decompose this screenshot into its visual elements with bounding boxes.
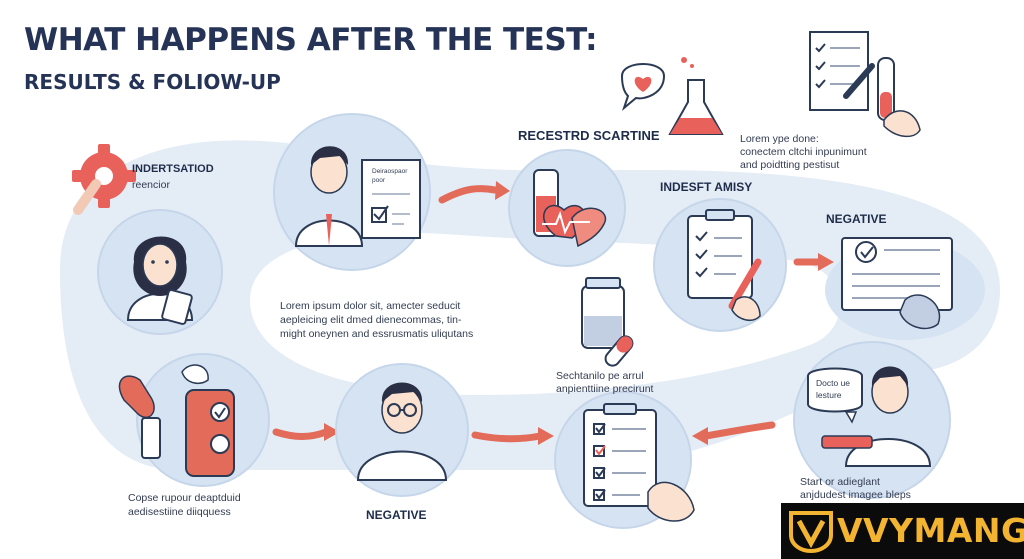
checklist-icon: [809, 31, 875, 111]
heart-monitor-icon: [533, 169, 607, 248]
flow-arrows: [272, 185, 824, 443]
clipboard-hand-icon: [583, 403, 695, 522]
speech-bubble-text-1: Docto ue: [816, 378, 851, 388]
top-right-text-line-3: and poidtting pestisut: [740, 159, 840, 171]
medicine-text-line-1: Sechtanilo pe arrul: [556, 370, 644, 382]
center-text-line-2: aepleicing elit dmed dienecommas, tin-: [280, 314, 462, 326]
speech-bubble-text-2: lesture: [816, 390, 842, 400]
doctor-glasses-icon: [356, 382, 448, 481]
doctor-advice-circle: [793, 341, 951, 499]
understand-label: INDERTSATIOD: [132, 163, 214, 175]
sample-text-line-2: aedisestiine diiqquess: [128, 506, 231, 518]
understand-sublabel: reencior: [132, 179, 170, 191]
page-subtitle: RESULTS & FOLIOW-UP: [24, 70, 281, 94]
arrowhead-2: [818, 253, 834, 271]
watermark-logo: VVYMANGA: [781, 503, 1024, 559]
lab-sample-icon: [118, 364, 235, 477]
result-document-icon: [825, 237, 985, 340]
top-right-text-line-1: Lorem ype done:: [740, 133, 819, 145]
page-title: WHAT HAPPENS AFTER THE TEST:: [24, 22, 598, 58]
negative-label-right: NEGATIVE: [826, 212, 887, 226]
doctor-with-document-icon: [294, 146, 421, 247]
center-text-line-3: might oneynen and essrusmatis uliqutans: [280, 328, 474, 340]
arrow-negative-to-clipboard: [471, 431, 544, 443]
heart-speech-bubble-icon: [620, 63, 666, 112]
doctor-document-text-2: poor: [372, 177, 386, 184]
flask-icon: [668, 57, 724, 135]
arrowhead-3: [324, 423, 340, 441]
advice-text-line-1: Start or adieglant: [800, 476, 880, 488]
watermark-text: VVYMANGA: [837, 511, 1024, 550]
gear-icon: [72, 144, 136, 215]
arrow-results-to-negative-bottom: [272, 428, 330, 440]
shield-logo-icon: [789, 511, 833, 553]
arrowhead-4: [538, 427, 554, 445]
woman-with-tablet-icon: [126, 236, 194, 325]
doctor-document-text-1: Deiraospaor: [372, 168, 408, 175]
sample-text-line-1: Copse rupour deaptduid: [128, 492, 241, 504]
center-text-line-1: Lorem ipsum dolor sit, amecter seducit: [280, 300, 461, 312]
advice-text-line-2: anjdudest imagee bleps: [800, 489, 911, 501]
arrowhead-5: [692, 427, 708, 445]
indesft-label: INDESFT AMISY: [660, 180, 753, 194]
test-tube-icon: [877, 57, 921, 138]
doctor-advice-icon: [807, 366, 932, 467]
clipboard-pencil-icon: [687, 209, 762, 321]
record-label: RECESTRD SCARTINE: [518, 128, 660, 143]
arrow-doctor-to-clipboard: [702, 421, 776, 440]
arrow-doctor-to-record: [438, 185, 499, 204]
top-right-text-line-2: conectem cltchi inpunimunt: [740, 146, 867, 158]
medicine-text-line-2: anpienttiine precirunt: [556, 383, 654, 395]
arrowhead-1: [495, 181, 510, 200]
arrow-heads: [324, 181, 834, 445]
negative-label-bottom: NEGATIVE: [366, 508, 427, 522]
medicine-jar-icon: [581, 277, 634, 367]
